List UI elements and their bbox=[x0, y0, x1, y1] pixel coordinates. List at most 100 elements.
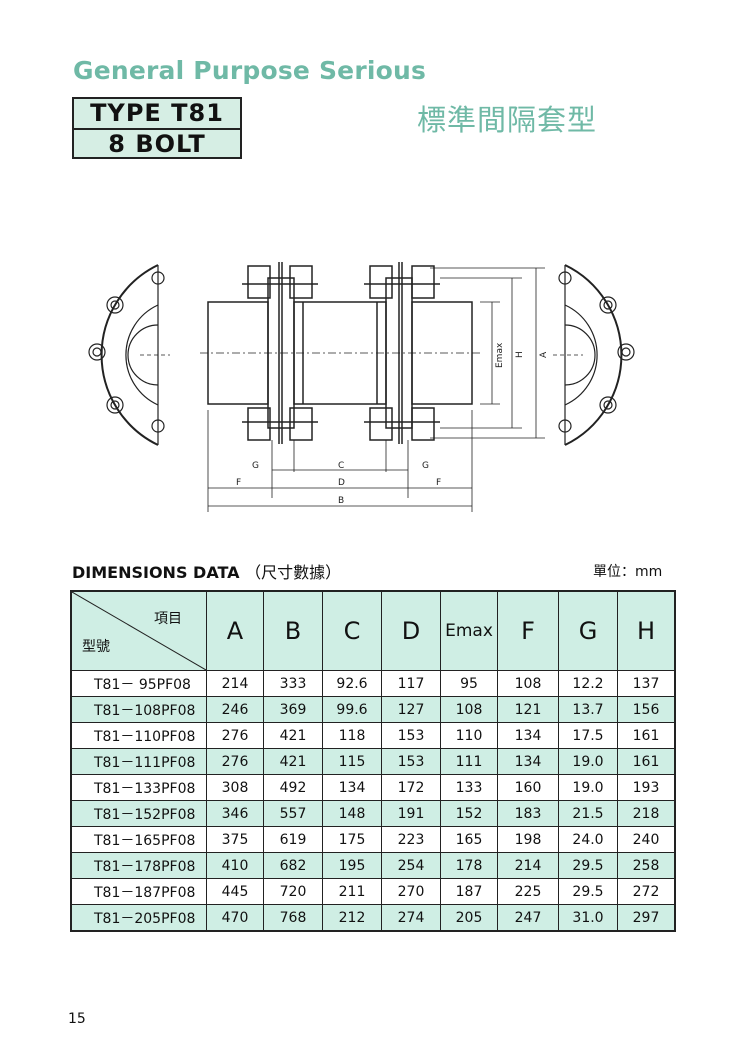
value-cell: 21.5 bbox=[558, 800, 618, 827]
value-cell: 111 bbox=[440, 748, 498, 775]
model-cell: T81－111PF08 bbox=[70, 748, 207, 775]
value-cell: 246 bbox=[206, 696, 264, 723]
value-cell: 152 bbox=[440, 800, 498, 827]
value-cell: 108 bbox=[440, 696, 498, 723]
dim-label-b: B bbox=[338, 496, 344, 506]
column-header: D bbox=[381, 590, 441, 671]
value-cell: 156 bbox=[617, 696, 676, 723]
value-cell: 346 bbox=[206, 800, 264, 827]
value-cell: 134 bbox=[322, 774, 382, 801]
value-cell: 247 bbox=[497, 904, 559, 932]
value-cell: 214 bbox=[206, 670, 264, 697]
model-cell: T81－187PF08 bbox=[70, 878, 207, 905]
value-cell: 99.6 bbox=[322, 696, 382, 723]
value-cell: 19.0 bbox=[558, 774, 618, 801]
right-flange-view bbox=[553, 264, 635, 446]
dim-label-f-left: F bbox=[236, 478, 241, 488]
value-cell: 161 bbox=[617, 722, 676, 749]
value-cell: 160 bbox=[497, 774, 559, 801]
value-cell: 619 bbox=[263, 826, 323, 853]
dim-label-d: D bbox=[338, 478, 345, 488]
model-cell: T81－108PF08 bbox=[70, 696, 207, 723]
value-cell: 421 bbox=[263, 722, 323, 749]
value-cell: 115 bbox=[322, 748, 382, 775]
value-cell: 410 bbox=[206, 852, 264, 879]
coupling-drawing: G C G F D F B Emax H A bbox=[88, 262, 635, 512]
value-cell: 492 bbox=[263, 774, 323, 801]
value-cell: 205 bbox=[440, 904, 498, 932]
value-cell: 178 bbox=[440, 852, 498, 879]
value-cell: 470 bbox=[206, 904, 264, 932]
value-cell: 258 bbox=[617, 852, 676, 879]
model-cell: T81－165PF08 bbox=[70, 826, 207, 853]
column-header: G bbox=[558, 590, 618, 671]
page-title-en: General Purpose Serious bbox=[73, 56, 427, 85]
value-cell: 165 bbox=[440, 826, 498, 853]
value-cell: 134 bbox=[497, 748, 559, 775]
value-cell: 172 bbox=[381, 774, 441, 801]
value-cell: 254 bbox=[381, 852, 441, 879]
model-cell: T81－205PF08 bbox=[70, 904, 207, 932]
value-cell: 375 bbox=[206, 826, 264, 853]
value-cell: 161 bbox=[617, 748, 676, 775]
column-header: B bbox=[263, 590, 323, 671]
value-cell: 29.5 bbox=[558, 852, 618, 879]
value-cell: 308 bbox=[206, 774, 264, 801]
model-cell: T81－152PF08 bbox=[70, 800, 207, 827]
model-cell: T81－178PF08 bbox=[70, 852, 207, 879]
dim-label-h: H bbox=[515, 351, 525, 358]
value-cell: 270 bbox=[381, 878, 441, 905]
value-cell: 276 bbox=[206, 748, 264, 775]
left-flange-view bbox=[88, 264, 170, 446]
dimension-lines bbox=[207, 267, 545, 512]
section-title-zh: （尺寸數據） bbox=[245, 563, 342, 582]
value-cell: 12.2 bbox=[558, 670, 618, 697]
value-cell: 153 bbox=[381, 748, 441, 775]
value-cell: 214 bbox=[497, 852, 559, 879]
value-cell: 198 bbox=[497, 826, 559, 853]
value-cell: 191 bbox=[381, 800, 441, 827]
value-cell: 17.5 bbox=[558, 722, 618, 749]
value-cell: 134 bbox=[497, 722, 559, 749]
value-cell: 175 bbox=[322, 826, 382, 853]
value-cell: 218 bbox=[617, 800, 676, 827]
value-cell: 19.0 bbox=[558, 748, 618, 775]
corner-diagonal bbox=[72, 592, 206, 670]
value-cell: 240 bbox=[617, 826, 676, 853]
column-header: A bbox=[206, 590, 264, 671]
value-cell: 211 bbox=[322, 878, 382, 905]
value-cell: 31.0 bbox=[558, 904, 618, 932]
corner-header: 項目 型號 bbox=[70, 590, 207, 671]
value-cell: 225 bbox=[497, 878, 559, 905]
corner-model-label: 型號 bbox=[82, 639, 110, 655]
value-cell: 108 bbox=[497, 670, 559, 697]
column-header: H bbox=[617, 590, 676, 671]
value-cell: 92.6 bbox=[322, 670, 382, 697]
value-cell: 276 bbox=[206, 722, 264, 749]
dim-label-emax: Emax bbox=[495, 342, 505, 368]
dim-label-c: C bbox=[338, 461, 344, 471]
value-cell: 24.0 bbox=[558, 826, 618, 853]
model-cell: T81－133PF08 bbox=[70, 774, 207, 801]
column-header: F bbox=[497, 590, 559, 671]
value-cell: 272 bbox=[617, 878, 676, 905]
coupling-side-view bbox=[200, 262, 480, 444]
value-cell: 118 bbox=[322, 722, 382, 749]
dim-label-a: A bbox=[539, 351, 549, 358]
table-header-row: 項目 型號 A B C D Emax F G H bbox=[70, 590, 676, 671]
value-cell: 133 bbox=[440, 774, 498, 801]
value-cell: 212 bbox=[322, 904, 382, 932]
page-number: 15 bbox=[68, 1011, 86, 1027]
value-cell: 421 bbox=[263, 748, 323, 775]
value-cell: 148 bbox=[322, 800, 382, 827]
dim-label-g-left: G bbox=[252, 461, 259, 471]
value-cell: 137 bbox=[617, 670, 676, 697]
value-cell: 29.5 bbox=[558, 878, 618, 905]
